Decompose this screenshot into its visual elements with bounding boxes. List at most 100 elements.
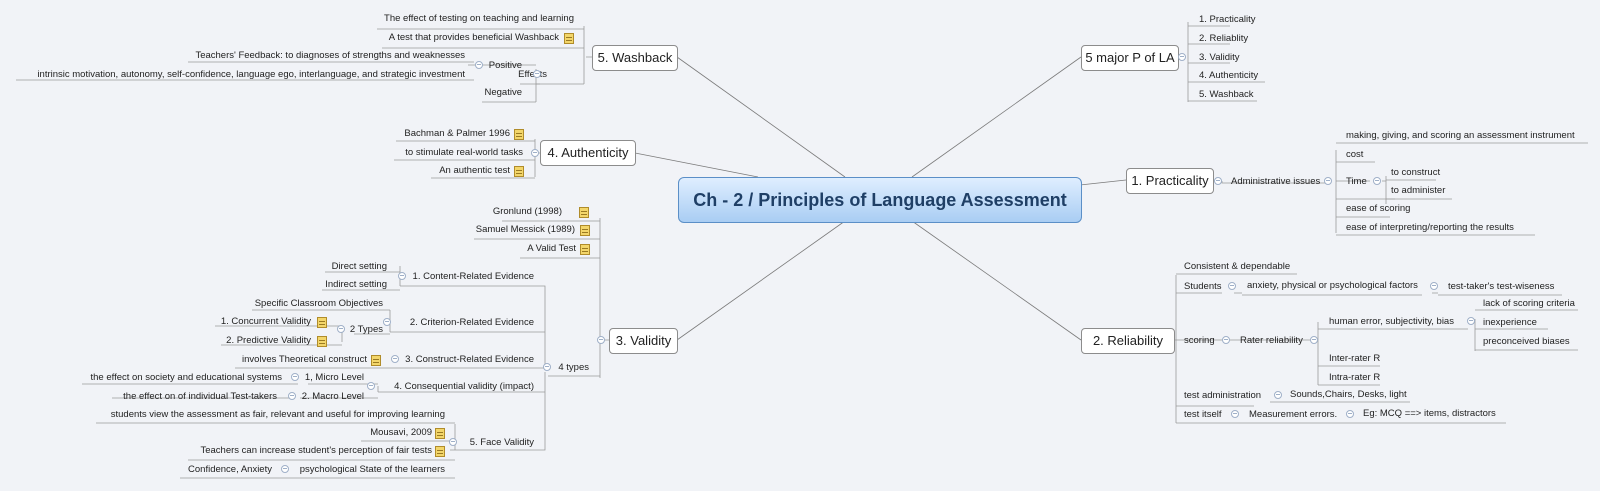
- note-icon[interactable]: [514, 129, 524, 140]
- four-types-node[interactable]: 4 types: [558, 362, 589, 373]
- five-p-node[interactable]: 5 major P of LA: [1081, 45, 1179, 71]
- note-icon[interactable]: [317, 336, 327, 347]
- criterion-related-evidence[interactable]: 2. Criterion-Related Evidence: [409, 317, 534, 328]
- macro-level[interactable]: 2. Macro Level: [301, 391, 364, 402]
- inter-rater[interactable]: Inter-rater R: [1329, 353, 1381, 364]
- positive-item[interactable]: intrinsic motivation, autonomy, self-con…: [37, 69, 465, 80]
- collapse-icon[interactable]: [597, 336, 605, 344]
- consequential-validity[interactable]: 4. Consequential validity (impact): [394, 381, 534, 392]
- collapse-icon[interactable]: [1310, 336, 1318, 344]
- practicality-node[interactable]: 1. Practicality: [1126, 168, 1214, 194]
- content-item[interactable]: Direct setting: [331, 261, 387, 272]
- note-icon[interactable]: [580, 244, 590, 255]
- collapse-icon[interactable]: [367, 382, 375, 390]
- face-item[interactable]: Mousavi, 2009: [370, 427, 432, 438]
- rater-reliability[interactable]: Rater reliability: [1240, 335, 1303, 346]
- collapse-icon[interactable]: [1467, 317, 1475, 325]
- concurrent-validity[interactable]: 1. Concurrent Validity: [220, 316, 311, 327]
- negative-node[interactable]: Negative: [484, 87, 523, 98]
- validity-node[interactable]: 3. Validity: [609, 328, 678, 354]
- authenticity-item[interactable]: to stimulate real-world tasks: [405, 147, 523, 158]
- face-item[interactable]: Confidence, Anxiety: [188, 464, 272, 475]
- collapse-icon[interactable]: [1373, 177, 1381, 185]
- collapse-icon[interactable]: [398, 272, 406, 280]
- collapse-icon[interactable]: [543, 363, 551, 371]
- classroom-objectives[interactable]: Specific Classroom Objectives: [254, 298, 383, 309]
- two-types-node[interactable]: 2 Types: [349, 324, 383, 335]
- psychological-state[interactable]: psychological State of the learners: [299, 464, 445, 475]
- valid-test[interactable]: A Valid Test: [527, 243, 576, 254]
- authenticity-node[interactable]: 4. Authenticity: [540, 140, 636, 166]
- washback-item[interactable]: The effect of testing on teaching and le…: [384, 13, 574, 24]
- time-item[interactable]: to construct: [1391, 167, 1441, 178]
- collapse-icon[interactable]: [383, 318, 391, 326]
- note-icon[interactable]: [564, 33, 574, 44]
- content-item[interactable]: Indirect setting: [325, 279, 387, 290]
- theoretical-construct[interactable]: involves Theoretical construct: [242, 354, 367, 365]
- validity-reference[interactable]: Samuel Messick (1989): [475, 224, 575, 235]
- authenticity-item[interactable]: Bachman & Palmer 1996: [404, 128, 510, 139]
- note-icon[interactable]: [371, 355, 381, 366]
- practicality-item[interactable]: ease of scoring: [1346, 203, 1411, 214]
- authenticity-item[interactable]: An authentic test: [439, 165, 510, 176]
- collapse-icon[interactable]: [1222, 336, 1230, 344]
- micro-item[interactable]: the effect on society and educational sy…: [90, 372, 282, 383]
- collapse-icon[interactable]: [291, 373, 299, 381]
- effects-node[interactable]: Effects: [518, 69, 547, 81]
- collapse-icon[interactable]: [533, 70, 541, 78]
- collapse-icon[interactable]: [391, 355, 399, 363]
- face-item[interactable]: students view the assessment as fair, re…: [110, 409, 445, 420]
- collapse-icon[interactable]: [1324, 177, 1332, 185]
- collapse-icon[interactable]: [337, 325, 345, 333]
- human-error-item[interactable]: inexperience: [1483, 317, 1537, 328]
- note-icon[interactable]: [514, 166, 524, 177]
- test-wiseness[interactable]: test-taker's test-wiseness: [1448, 281, 1555, 292]
- construct-related-evidence[interactable]: 3. Construct-Related Evidence: [405, 354, 534, 365]
- collapse-icon[interactable]: [281, 465, 289, 473]
- collapse-icon[interactable]: [1346, 410, 1354, 418]
- washback-node[interactable]: 5. Washback: [592, 45, 678, 71]
- scoring-node[interactable]: scoring: [1184, 335, 1215, 346]
- time-item[interactable]: to administer: [1391, 185, 1446, 196]
- human-error[interactable]: human error, subjectivity, bias: [1329, 316, 1454, 327]
- five-p-item[interactable]: 3. Validity: [1199, 52, 1240, 63]
- five-p-item[interactable]: 4. Authenticity: [1199, 70, 1259, 81]
- human-error-item[interactable]: preconceived biases: [1483, 336, 1570, 347]
- note-icon[interactable]: [435, 446, 445, 457]
- washback-item[interactable]: A test that provides beneficial Washback: [388, 32, 559, 43]
- five-p-item[interactable]: 5. Washback: [1199, 89, 1254, 100]
- students-node[interactable]: Students: [1184, 281, 1222, 292]
- face-item[interactable]: Teachers can increase student's percepti…: [200, 445, 432, 456]
- intra-rater[interactable]: Intra-rater R: [1329, 372, 1381, 383]
- collapse-icon[interactable]: [1231, 410, 1239, 418]
- validity-reference[interactable]: Gronlund (1998): [492, 206, 562, 217]
- note-icon[interactable]: [579, 207, 589, 218]
- human-error-item[interactable]: lack of scoring criteria: [1483, 298, 1575, 309]
- reliability-node[interactable]: 2. Reliability: [1081, 328, 1175, 354]
- collapse-icon[interactable]: [1274, 391, 1282, 399]
- mcq-example[interactable]: Eg: MCQ ==> items, distractors: [1363, 408, 1496, 419]
- collapse-icon[interactable]: [475, 61, 483, 69]
- content-related-evidence[interactable]: 1. Content-Related Evidence: [412, 271, 534, 282]
- predictive-validity[interactable]: 2. Predictive Validity: [226, 335, 311, 346]
- five-p-item[interactable]: 1. Practicality: [1199, 14, 1256, 25]
- collapse-icon[interactable]: [531, 149, 539, 157]
- administrative-issues[interactable]: Administrative issues: [1231, 176, 1321, 187]
- practicality-item[interactable]: ease of interpreting/reporting the resul…: [1346, 222, 1514, 233]
- collapse-icon[interactable]: [288, 392, 296, 400]
- measurement-errors[interactable]: Measurement errors.: [1249, 409, 1338, 420]
- note-icon[interactable]: [580, 225, 590, 236]
- administration-detail[interactable]: Sounds,Chairs, Desks, light: [1290, 389, 1407, 400]
- consistent-dependable[interactable]: Consistent & dependable: [1184, 261, 1291, 272]
- collapse-icon[interactable]: [1178, 53, 1186, 61]
- collapse-icon[interactable]: [1228, 282, 1236, 290]
- test-administration[interactable]: test administration: [1184, 390, 1262, 401]
- collapse-icon[interactable]: [449, 438, 457, 446]
- macro-item[interactable]: the effect on of individual Test-takers: [123, 391, 277, 402]
- collapse-icon[interactable]: [1430, 282, 1438, 290]
- test-itself[interactable]: test itself: [1184, 409, 1222, 420]
- note-icon[interactable]: [435, 428, 445, 439]
- students-factors[interactable]: anxiety, physical or psychological facto…: [1247, 280, 1418, 291]
- practicality-item[interactable]: cost: [1346, 149, 1364, 160]
- note-icon[interactable]: [317, 317, 327, 328]
